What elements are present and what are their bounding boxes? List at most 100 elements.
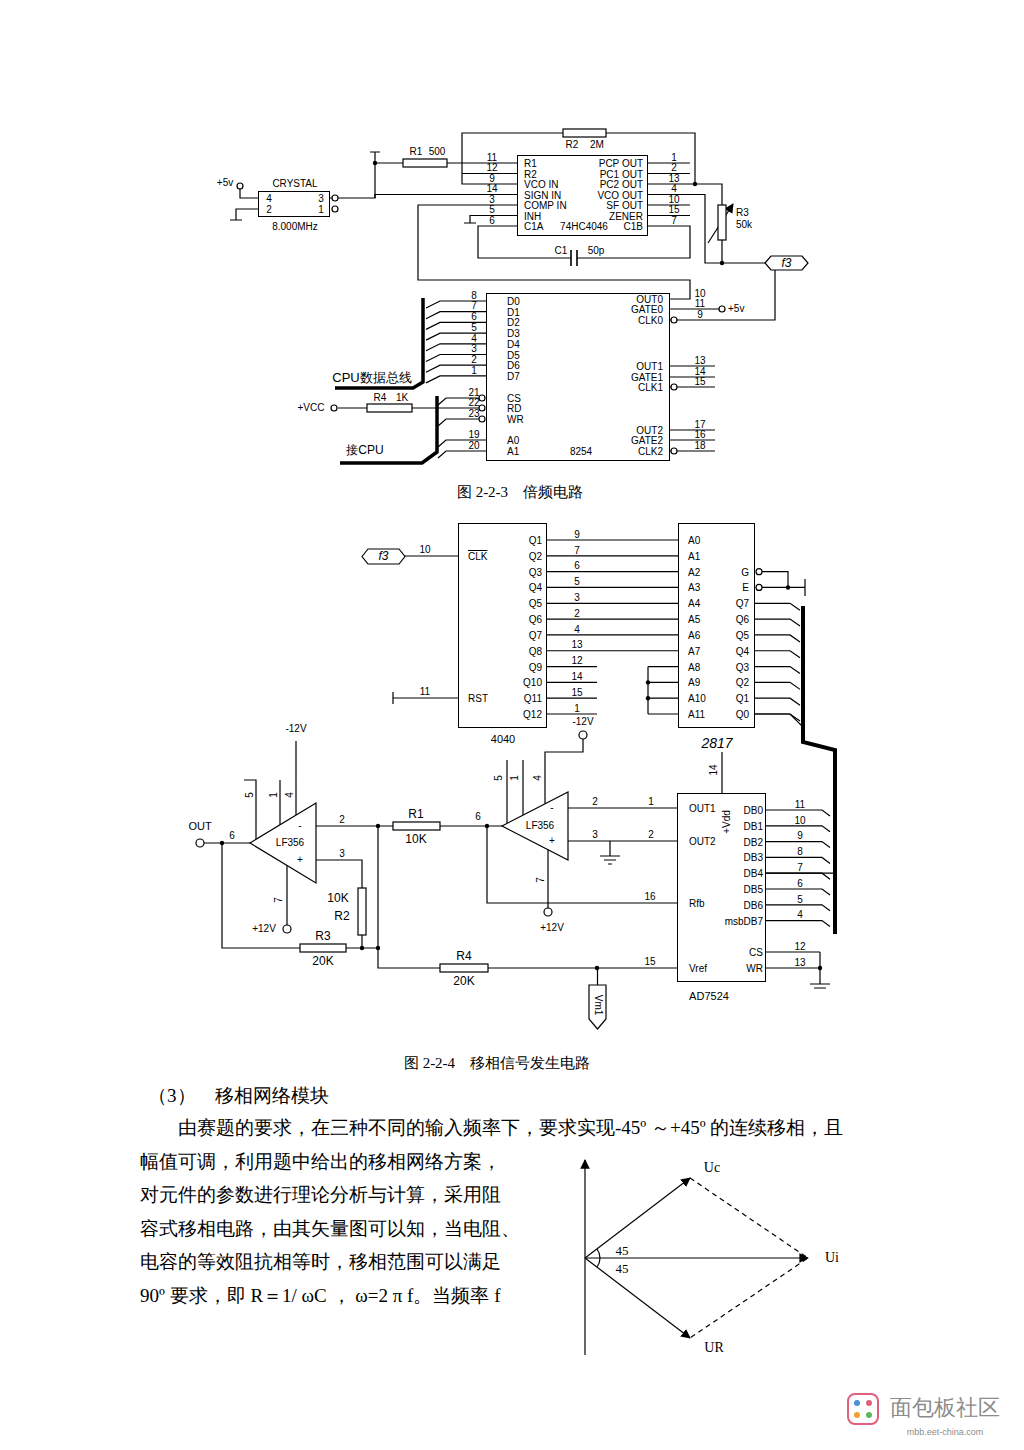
pin-number: 7 xyxy=(471,301,477,311)
pin-name: Q8 xyxy=(529,647,542,657)
chip-value: 8.000MHz xyxy=(272,222,318,232)
vector-ui xyxy=(585,1257,808,1258)
data-bus xyxy=(803,606,835,934)
figure-caption: 图 2-2-4 移相信号发生电路 xyxy=(404,1056,590,1071)
pin-number: 6 xyxy=(475,812,481,822)
part-value: 500 xyxy=(429,147,446,157)
pin-name: DB3 xyxy=(744,853,763,863)
pin-name: CS xyxy=(749,948,763,958)
wire xyxy=(670,309,719,451)
pin-name: GATE2 xyxy=(631,436,663,446)
pin-name: RST xyxy=(468,694,488,704)
pin-number: 15 xyxy=(644,957,655,967)
pin-number: 8 xyxy=(797,847,803,857)
pin-name: VCO IN xyxy=(524,180,558,190)
signal-tag: Vm1 xyxy=(589,985,606,1029)
pin-number: 7 xyxy=(797,863,803,873)
junction-dot xyxy=(376,946,380,950)
supply-label: +12V xyxy=(252,924,276,934)
pin-number: 14 xyxy=(571,672,582,682)
pin-name: SIGN IN xyxy=(524,191,561,201)
pin-name: OUT0 xyxy=(636,295,663,305)
wire xyxy=(766,810,830,927)
part-value: 50k xyxy=(736,220,752,230)
section-heading: （3） 移相网络模块 xyxy=(148,1086,329,1105)
supply-label: +12V xyxy=(540,923,564,933)
pin-name: CLK2 xyxy=(638,447,663,457)
pin-name: Q6 xyxy=(736,615,749,625)
pin-number: 12 xyxy=(571,656,582,666)
pin-terminal xyxy=(544,908,552,916)
part-value: 10K xyxy=(327,892,348,904)
resistor-symbol xyxy=(300,944,346,952)
pin-name: PC1 OUT xyxy=(600,170,643,180)
pin-name: R2 xyxy=(524,170,537,180)
chip-name: AD7524 xyxy=(689,991,729,1002)
inverting-bubble xyxy=(756,584,762,590)
pin-number: 13 xyxy=(794,958,805,968)
pin-number: 3 xyxy=(592,830,598,840)
tag-outline xyxy=(765,256,808,270)
pin-name: A11 xyxy=(688,710,705,720)
pin-number: 23 xyxy=(468,409,479,419)
pin-name: OUT1 xyxy=(689,804,716,814)
part-value: 20K xyxy=(453,975,474,987)
pin-number: 21 xyxy=(468,388,479,398)
pin-number: 11 xyxy=(795,800,805,810)
pin-number: 4 xyxy=(797,910,803,920)
chip-name: 4040 xyxy=(491,734,515,745)
pin-name: Q9 xyxy=(529,663,542,673)
pin-number: 18 xyxy=(694,441,705,451)
pll-chip: R1R2VCO INSIGN INCOMP ININHC1APCP OUTPC1… xyxy=(517,155,648,236)
junction-dot xyxy=(818,966,822,970)
wire-connector xyxy=(547,587,678,588)
pin-number: 16 xyxy=(694,430,705,440)
pin-name: 4 xyxy=(266,194,272,204)
supply-label: -12V xyxy=(285,724,306,734)
pin-number: 10 xyxy=(794,816,805,826)
dashed-guide xyxy=(690,1178,808,1338)
angle-label: 45 xyxy=(616,1262,629,1275)
logo-dot xyxy=(854,1400,860,1406)
wire-connector xyxy=(487,826,677,903)
pin-name: Q1 xyxy=(529,536,542,546)
vector-label: UR xyxy=(704,1341,723,1355)
wire-connector xyxy=(547,571,678,572)
wires xyxy=(204,133,835,988)
pin-name: +Vdd xyxy=(722,810,732,834)
signal-name: f3 xyxy=(378,550,388,562)
pin-name: A8 xyxy=(688,663,700,673)
pin-terminal xyxy=(283,925,291,933)
wire-connector xyxy=(598,968,678,985)
pin-number: 1 xyxy=(648,797,654,807)
pin-name: A1 xyxy=(688,552,700,562)
pin-name: C1B xyxy=(624,222,643,232)
logo-frame xyxy=(848,1394,878,1424)
wire-connector xyxy=(405,555,458,556)
pin-name: Q6 xyxy=(529,615,542,625)
pin-name: SF OUT xyxy=(606,201,643,211)
part-value: 2M xyxy=(590,140,604,150)
chip-name: 2817 xyxy=(701,736,732,750)
part-value: 10K xyxy=(405,833,426,845)
pin-name: OUT2 xyxy=(636,426,663,436)
pin-name: D6 xyxy=(507,361,520,371)
pin-name: Q2 xyxy=(736,678,749,688)
wire-connector xyxy=(547,634,678,635)
pin-name: GATE1 xyxy=(631,373,663,383)
pin-number: 20 xyxy=(468,441,479,451)
pin-name: 1 xyxy=(318,205,324,215)
pin-number: 13 xyxy=(694,356,705,366)
wire-connector xyxy=(547,650,678,651)
pin-name: G xyxy=(741,568,749,578)
pin-name: 3 xyxy=(318,194,324,204)
inverting-bubble xyxy=(479,405,485,411)
chip-name: LF356 xyxy=(276,838,304,848)
wire-connector xyxy=(568,840,677,841)
watermark-logo xyxy=(848,1394,878,1424)
resistor-symbol xyxy=(718,205,726,240)
pin-name: Q4 xyxy=(736,647,749,657)
pin-name: Rfb xyxy=(689,899,705,909)
part-value: 20K xyxy=(312,955,333,967)
inverting-bubble xyxy=(671,448,677,454)
